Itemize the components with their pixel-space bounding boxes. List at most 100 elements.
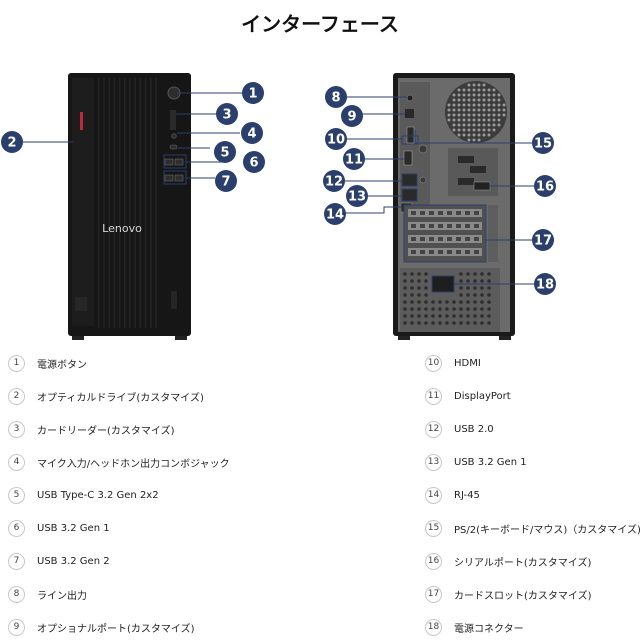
badge-number: 13 xyxy=(348,190,366,205)
psu-hole xyxy=(445,314,449,318)
legend-number: 14 xyxy=(425,486,442,504)
psu-hole xyxy=(487,300,491,304)
bracket-vent xyxy=(411,250,416,254)
front-usb-gen1-port-b[interactable] xyxy=(174,158,184,166)
legend-label: USB 2.0 xyxy=(454,423,494,435)
badge-number: 18 xyxy=(536,278,554,293)
leader-15 xyxy=(414,130,536,144)
callout-badge-1: 1 xyxy=(242,82,264,104)
rear-view xyxy=(393,73,515,340)
psu-hole xyxy=(473,286,477,290)
line-out-jack[interactable] xyxy=(406,94,414,102)
badge-circle xyxy=(532,132,554,154)
badge-circle xyxy=(341,105,363,127)
usb20-ports[interactable] xyxy=(401,173,418,187)
psu-hole xyxy=(452,321,456,325)
legend-item-10: 10 HDMI xyxy=(425,353,481,373)
bracket-vent xyxy=(420,211,425,215)
psu-hole xyxy=(459,307,463,311)
legend-item-9: 9 オプショナルポート(カスタマイズ) xyxy=(8,617,195,637)
legend-item-5: 5 USB Type-C 3.2 Gen 2x2 xyxy=(8,485,159,505)
fan-hole xyxy=(487,133,491,137)
psu-hole xyxy=(473,314,477,318)
fan-hole xyxy=(447,103,451,107)
legend-label: マイク入力/ヘッドホン出力コンボジャック xyxy=(37,458,230,470)
psu-hole xyxy=(403,300,407,304)
bracket-vent xyxy=(456,237,461,241)
displayport-port[interactable] xyxy=(403,150,413,166)
psu-hole xyxy=(480,314,484,318)
card-reader-slot[interactable] xyxy=(170,110,176,130)
fan-hole xyxy=(452,123,456,127)
bracket-vent xyxy=(456,211,461,215)
bracket-vent xyxy=(465,211,470,215)
fan-hole xyxy=(472,88,476,92)
psu-hole xyxy=(459,321,463,325)
front-usb-gen2-port-b[interactable] xyxy=(174,174,184,182)
badge-number: 9 xyxy=(347,110,356,125)
legend-item-1: 1 電源ボタン xyxy=(8,353,87,373)
psu-hole xyxy=(480,286,484,290)
fan-hole xyxy=(487,118,491,122)
psu-hole xyxy=(466,279,470,283)
optical-drive-bay xyxy=(72,78,94,326)
psu-hole xyxy=(466,300,470,304)
front-foot-right xyxy=(175,336,187,340)
psu-hole xyxy=(466,321,470,325)
psu-hole xyxy=(445,307,449,311)
serial-port[interactable] xyxy=(473,181,491,191)
fan-hole xyxy=(467,108,471,112)
front-usb-gen2-port-a[interactable] xyxy=(164,174,174,182)
page-title: インターフェース xyxy=(241,12,399,36)
usb-c-port[interactable] xyxy=(169,144,178,150)
optical-drive-eject-indicator xyxy=(80,112,83,130)
badge-circle xyxy=(346,185,368,207)
fan-hole xyxy=(462,128,466,132)
fan-hole xyxy=(482,93,486,97)
fan-hole xyxy=(462,88,466,92)
hdmi-port[interactable] xyxy=(406,126,415,144)
fan-hole xyxy=(497,93,501,97)
psu-hole xyxy=(466,272,470,276)
psu-hole xyxy=(431,321,435,325)
front-lower-slot-right xyxy=(171,291,177,309)
psu-hole xyxy=(487,307,491,311)
fan-hole xyxy=(482,83,486,87)
legend-label: PS/2(キーボード/マウス)（カスタマイズ) xyxy=(454,524,640,536)
optional-port[interactable] xyxy=(405,109,414,118)
power-connector[interactable] xyxy=(431,275,455,293)
psu-hole xyxy=(403,272,407,276)
legend-label: カードスロット(カスタマイズ) xyxy=(454,590,592,602)
psu-hole xyxy=(417,321,421,325)
badge-circle xyxy=(323,170,345,192)
psu-hole xyxy=(403,286,407,290)
vent-rib xyxy=(150,78,152,328)
card-slot-bracket xyxy=(408,209,482,217)
fan-hole xyxy=(492,108,496,112)
psu-hole xyxy=(410,272,414,276)
rear-usb32-gen1-ports[interactable] xyxy=(401,188,418,202)
legend-label: HDMI xyxy=(454,357,481,369)
psu-hole xyxy=(480,321,484,325)
hdmi-highlight xyxy=(401,135,419,145)
vent-rib xyxy=(155,78,157,328)
vent-rib xyxy=(139,78,142,328)
badge-number: 5 xyxy=(220,146,229,161)
psu-hole xyxy=(417,293,421,297)
combo-audio-jack[interactable] xyxy=(171,133,177,139)
legend-label: DisplayPort xyxy=(454,390,511,402)
bracket-vent xyxy=(429,237,434,241)
fan-hole xyxy=(477,123,481,127)
callout-badge-14: 14 xyxy=(324,203,346,225)
fan-hole xyxy=(467,133,471,137)
callout-badge-16: 16 xyxy=(534,175,556,197)
fan-hole xyxy=(477,128,481,132)
fan-hole xyxy=(497,123,501,127)
fan-hole xyxy=(492,123,496,127)
legend-number: 3 xyxy=(8,420,25,438)
psu-hole xyxy=(480,272,484,276)
front-usb-gen1-port-a[interactable] xyxy=(164,158,174,166)
ps2-port[interactable] xyxy=(418,144,428,154)
fan-hole xyxy=(472,108,476,112)
fan-hole xyxy=(452,128,456,132)
